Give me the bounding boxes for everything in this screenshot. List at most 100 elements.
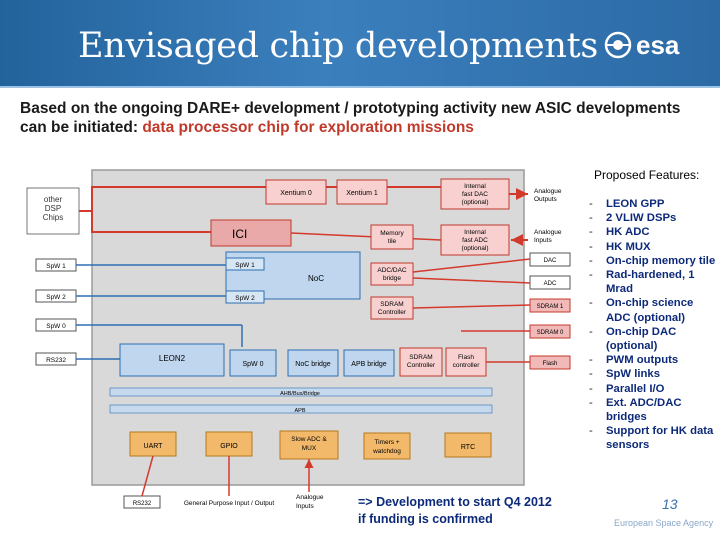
footer-agency: European Space Agency bbox=[614, 518, 714, 528]
feature-item: -HK ADC bbox=[589, 226, 650, 239]
uart-out bbox=[141, 455, 154, 497]
sdram-controller-label: Controller bbox=[378, 309, 407, 316]
internal-dac-block bbox=[440, 178, 510, 210]
sdram-controller-label: SDRAM bbox=[380, 301, 403, 308]
port-spw1-label: SpW 1 bbox=[46, 263, 66, 270]
timers-block bbox=[363, 432, 411, 460]
feature-item: -LEON GPP bbox=[589, 198, 665, 210]
internal-adc-block bbox=[440, 224, 510, 256]
feature-item: -PWM outputs bbox=[589, 354, 679, 367]
esa-emblem-icon bbox=[604, 31, 632, 59]
feature-item: -On-chip memory tile bbox=[589, 254, 716, 267]
adcdac-bridge-label: bridge bbox=[383, 275, 401, 282]
noc-label: NoC bbox=[308, 274, 324, 283]
port-rs232-label: RS232 bbox=[46, 357, 66, 364]
features-list: -LEON GPP -2 VLIW DSPs -HK ADC -HK MUX -… bbox=[589, 197, 719, 453]
apb-bridge-label: APB bridge bbox=[351, 361, 387, 368]
esa-logo: esa bbox=[604, 30, 680, 60]
footer-note-line1: => Development to start Q4 2012 bbox=[358, 495, 552, 509]
flash-ctrl-label: controller bbox=[453, 362, 481, 369]
analogue-inputs-label: Inputs bbox=[534, 237, 552, 244]
spw0-block-label: SpW 0 bbox=[242, 361, 263, 368]
xentium0-label: Xentium 0 bbox=[280, 190, 312, 197]
xentium1-label: Xentium 1 bbox=[346, 190, 378, 197]
other-dsp-label: DSP bbox=[45, 204, 61, 213]
noc-spw2-label: SpW 2 bbox=[235, 295, 255, 302]
apb-bus-label: APB bbox=[294, 408, 305, 414]
gpio-label: GPIO bbox=[220, 443, 238, 450]
flash-ctrl-label: Flash bbox=[458, 354, 474, 361]
timers-label: Timers + bbox=[374, 439, 399, 446]
leon-block bbox=[119, 343, 225, 377]
internal-dac-label: (optional) bbox=[461, 199, 488, 206]
rs232-bottom-label: RS232 bbox=[133, 501, 152, 507]
slow-adc-label: Slow ADC & bbox=[291, 436, 327, 443]
internal-adc-label: (optional) bbox=[461, 245, 488, 252]
noc-spw2-block bbox=[225, 290, 265, 304]
apb-bus bbox=[109, 404, 493, 414]
feature-item: -Rad-hardened, 1 Mrad bbox=[589, 269, 695, 296]
memory-tile-label: tile bbox=[388, 238, 397, 245]
flash-pad-label: Flash bbox=[543, 361, 558, 367]
analogue-inputs-bottom: Inputs bbox=[296, 503, 314, 510]
leon-label: LEON2 bbox=[159, 354, 186, 363]
feature-item: -2 VLIW DSPs bbox=[589, 212, 677, 225]
port-spw0-label: SpW 0 bbox=[46, 323, 66, 330]
ici-block bbox=[210, 219, 292, 247]
memory-tile-label: Memory bbox=[380, 230, 404, 237]
page-number: 13 bbox=[662, 496, 678, 512]
slow-adc-block bbox=[279, 430, 339, 460]
sdram-ctrl2-label: SDRAM bbox=[409, 354, 432, 361]
ici-label: ICI bbox=[232, 227, 247, 241]
other-dsp-label: Chips bbox=[43, 213, 63, 222]
apb-bridge-block bbox=[343, 349, 395, 377]
uart-block bbox=[129, 431, 177, 457]
sdram-ctrl2-block bbox=[399, 347, 443, 377]
rtc-block bbox=[444, 432, 492, 458]
sdram1-pad-link bbox=[412, 304, 531, 309]
feature-item: -Ext. ADC/DAC bridges bbox=[589, 396, 682, 424]
chip-block-diagram: other DSP Chips Xentium 0 Xentium 1 Inte… bbox=[26, 169, 571, 510]
sdram-ctrl2-label: Controller bbox=[407, 362, 436, 369]
noc-spw1-block bbox=[225, 257, 265, 271]
feature-item: -Support for HK data sensors bbox=[589, 425, 714, 452]
memory-tile-block bbox=[370, 224, 414, 250]
analogue-inputs-label: Analogue bbox=[534, 229, 562, 236]
flash-ctrl-block bbox=[445, 347, 487, 377]
internal-dac-label: Internal bbox=[464, 183, 486, 190]
adc-pad-label: ADC bbox=[544, 281, 557, 287]
dac-pad-label: DAC bbox=[544, 258, 557, 264]
analogue-inputs-bottom: Analogue bbox=[296, 494, 324, 501]
feature-item: -SpW links bbox=[589, 368, 660, 381]
feature-item: -HK MUX bbox=[589, 240, 651, 253]
analogue-outputs-label: Outputs bbox=[534, 196, 558, 203]
uart-label: UART bbox=[144, 443, 164, 450]
port-spw2-label: SpW 2 bbox=[46, 294, 66, 301]
feature-item: -On-chip DAC (optional) bbox=[589, 325, 677, 353]
ici-to-adc bbox=[290, 232, 442, 241]
noc-spw1-label: SpW 1 bbox=[235, 262, 255, 269]
rtc-label: RTC bbox=[461, 444, 475, 451]
esa-logo-text: esa bbox=[636, 30, 680, 60]
adcdac-bridge-label: ADC/DAC bbox=[377, 267, 407, 274]
sdram0-pad-label: SDRAM 0 bbox=[537, 330, 564, 336]
footer-note: => Development to start Q4 2012 if fundi… bbox=[358, 494, 552, 528]
spw0-block bbox=[229, 349, 277, 377]
internal-adc-label: fast ADC bbox=[462, 237, 488, 244]
gpio-caption: General Purpose Input / Output bbox=[184, 500, 275, 507]
header-bar: Envisaged chip developments esa bbox=[0, 0, 720, 88]
header-divider bbox=[0, 86, 720, 88]
other-dsp-label: other bbox=[44, 195, 63, 204]
dac-pad-link bbox=[412, 258, 531, 273]
header-gradient bbox=[0, 0, 720, 88]
footer-note-line2: if funding is confirmed bbox=[358, 512, 493, 526]
slide-title: Envisaged chip developments bbox=[78, 26, 599, 66]
analogue-outputs-label: Analogue bbox=[534, 188, 562, 195]
feature-item: -Parallel I/O bbox=[589, 382, 665, 395]
ahb-bus bbox=[109, 387, 493, 397]
timers-label: watchdog bbox=[372, 448, 401, 455]
internal-adc-label: Internal bbox=[464, 229, 486, 236]
slow-adc-label: MUX bbox=[302, 445, 317, 452]
noc-bridge-label: NoC bridge bbox=[295, 361, 331, 368]
